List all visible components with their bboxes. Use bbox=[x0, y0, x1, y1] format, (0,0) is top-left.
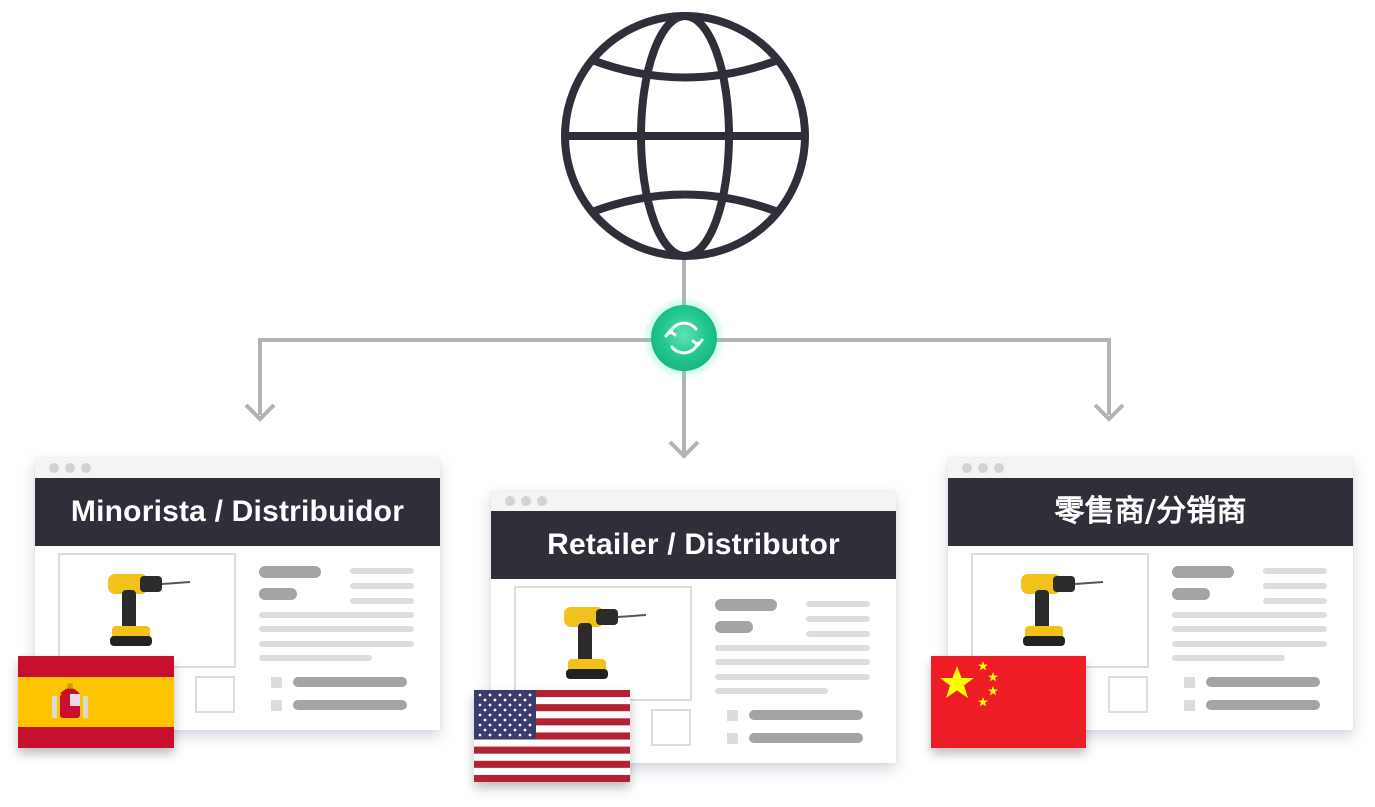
placeholder-line bbox=[1172, 612, 1327, 618]
coat-of-arms-icon bbox=[52, 683, 88, 718]
placeholder-bullet bbox=[727, 710, 738, 721]
placeholder-line bbox=[1172, 655, 1285, 661]
window-dot bbox=[994, 463, 1004, 473]
placeholder-line bbox=[350, 583, 414, 589]
window-dot bbox=[962, 463, 972, 473]
placeholder-feature bbox=[1206, 677, 1320, 687]
placeholder-line bbox=[1263, 598, 1327, 604]
drill-image bbox=[1021, 574, 1104, 646]
placeholder-line bbox=[1263, 568, 1327, 574]
sync-badge bbox=[651, 305, 717, 371]
placeholder-feature bbox=[749, 733, 863, 743]
spain-flag bbox=[18, 656, 174, 748]
product-image-box bbox=[58, 553, 236, 668]
placeholder-bullet bbox=[727, 733, 738, 744]
thumbnail bbox=[195, 676, 235, 713]
placeholder-price bbox=[715, 621, 753, 633]
window-dot bbox=[49, 463, 59, 473]
drill-image bbox=[564, 607, 647, 679]
placeholder-price bbox=[259, 588, 297, 600]
window-dot bbox=[978, 463, 988, 473]
placeholder-line bbox=[715, 688, 828, 694]
placeholder-bullet bbox=[271, 700, 282, 711]
placeholder-line bbox=[806, 601, 870, 607]
placeholder-line bbox=[1172, 641, 1327, 647]
card-title: Retailer / Distributor bbox=[491, 511, 896, 579]
drill-image bbox=[108, 574, 191, 646]
window-dot bbox=[65, 463, 75, 473]
placeholder-bullet bbox=[1184, 677, 1195, 688]
thumbnail bbox=[1108, 676, 1148, 713]
placeholder-line bbox=[806, 616, 870, 622]
placeholder-line bbox=[715, 645, 870, 651]
placeholder-bullet bbox=[271, 677, 282, 688]
placeholder-line bbox=[715, 674, 870, 680]
product-image-box bbox=[971, 553, 1149, 668]
window-dot bbox=[521, 496, 531, 506]
window-topbar bbox=[948, 458, 1353, 478]
placeholder-heading bbox=[259, 566, 321, 578]
window-dot bbox=[505, 496, 515, 506]
placeholder-line bbox=[1172, 626, 1327, 632]
window-dot bbox=[537, 496, 547, 506]
placeholder-feature bbox=[1206, 700, 1320, 710]
placeholder-heading bbox=[1172, 566, 1234, 578]
card-title: 零售商/分销商 bbox=[948, 478, 1353, 546]
placeholder-price bbox=[1172, 588, 1210, 600]
window-dot bbox=[81, 463, 91, 473]
placeholder-line bbox=[1263, 583, 1327, 589]
placeholder-line bbox=[350, 598, 414, 604]
placeholder-line bbox=[715, 659, 870, 665]
placeholder-line bbox=[259, 626, 414, 632]
window-topbar bbox=[491, 491, 896, 511]
placeholder-feature bbox=[293, 700, 407, 710]
card-title: Minorista / Distribuidor bbox=[35, 478, 440, 546]
thumbnail bbox=[651, 709, 691, 746]
sync-icon bbox=[664, 321, 704, 355]
placeholder-feature bbox=[749, 710, 863, 720]
product-image-box bbox=[514, 586, 692, 701]
window-topbar bbox=[35, 458, 440, 478]
storefront-card-spanish: Minorista / Distribuidor bbox=[35, 458, 440, 730]
placeholder-line bbox=[259, 641, 414, 647]
placeholder-line bbox=[259, 655, 372, 661]
placeholder-line bbox=[259, 612, 414, 618]
placeholder-bullet bbox=[1184, 700, 1195, 711]
placeholder-line bbox=[806, 631, 870, 637]
placeholder-feature bbox=[293, 677, 407, 687]
placeholder-heading bbox=[715, 599, 777, 611]
globe-icon bbox=[561, 12, 809, 260]
china-flag bbox=[931, 656, 1086, 748]
placeholder-line bbox=[350, 568, 414, 574]
usa-flag bbox=[474, 690, 630, 782]
